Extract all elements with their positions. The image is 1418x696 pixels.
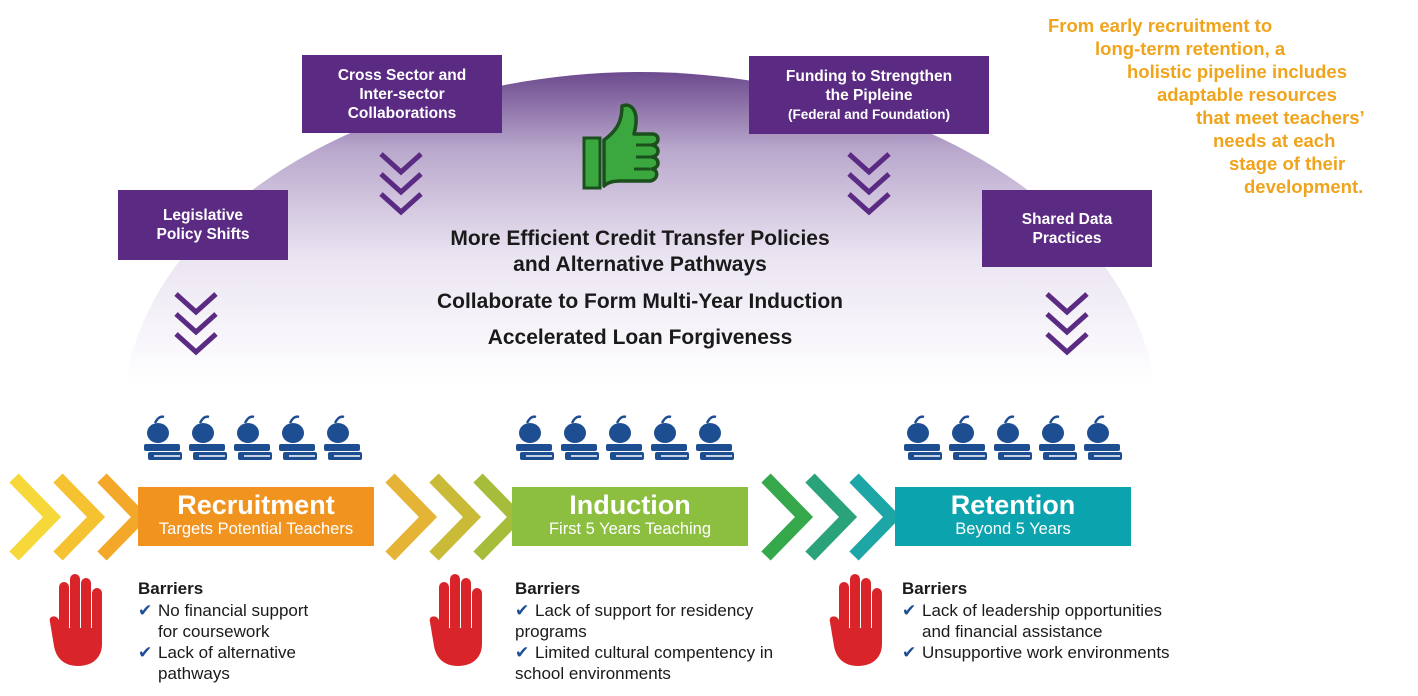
center-line: More Efficient Credit Transfer Policies bbox=[450, 227, 830, 250]
apple-on-books-row bbox=[514, 415, 736, 462]
barrier-item-continued: school environments bbox=[515, 663, 773, 684]
barrier-text: for coursework bbox=[158, 622, 270, 641]
legislative-policy-box: Legislative Policy Shifts bbox=[118, 190, 288, 260]
apple-on-books-icon bbox=[322, 415, 364, 462]
quote-line: holistic pipeline includes bbox=[1127, 61, 1347, 82]
stage-recruitment: Recruitment Targets Potential Teachers bbox=[138, 487, 374, 546]
checkmark-icon: ✔ bbox=[515, 643, 530, 662]
barriers-heading: Barriers bbox=[902, 579, 968, 598]
apple-on-books-icon bbox=[277, 415, 319, 462]
barrier-text: Unsupportive work environments bbox=[922, 643, 1170, 662]
quote-line: adaptable resources bbox=[1157, 84, 1337, 105]
apple-on-books-icon bbox=[694, 415, 736, 462]
funding-box: Funding to Strengthen the Pipleine (Fede… bbox=[749, 56, 989, 134]
barriers-retention: Barriers ✔ Lack of leadership opportuniti… bbox=[902, 578, 1170, 663]
barriers-heading: Barriers bbox=[138, 579, 204, 598]
shared-data-box: Shared Data Practices bbox=[982, 190, 1152, 267]
barrier-text: pathways bbox=[158, 664, 230, 683]
barrier-item-continued: for coursework bbox=[138, 621, 308, 642]
barrier-item: ✔ Unsupportive work environments bbox=[902, 642, 1170, 663]
barrier-text: Lack of leadership opportunities bbox=[922, 601, 1163, 620]
quote-line: needs at each bbox=[1213, 130, 1336, 151]
quote-line: stage of their bbox=[1229, 153, 1346, 174]
apple-on-books-icon bbox=[142, 415, 184, 462]
center-line: Accelerated Loan Forgiveness bbox=[487, 326, 793, 349]
apple-on-books-icon bbox=[514, 415, 556, 462]
double-chevron-down-icon bbox=[847, 152, 891, 216]
double-chevron-down-icon bbox=[174, 292, 218, 356]
cross-sector-box: Cross Sector and Inter-sector Collaborat… bbox=[302, 55, 502, 133]
barrier-text: programs bbox=[515, 622, 587, 641]
barriers-induction: Barriers ✔Lack of support for residency … bbox=[515, 578, 773, 684]
double-chevron-down-icon bbox=[379, 152, 423, 216]
barrier-item: ✔ No financial support bbox=[138, 600, 308, 621]
barrier-text: and financial assistance bbox=[922, 622, 1103, 641]
barriers-heading: Barriers bbox=[515, 579, 581, 598]
stop-hand-icon bbox=[429, 574, 482, 666]
apple-on-books-icon bbox=[232, 415, 274, 462]
box-line: the Pipleine bbox=[825, 86, 913, 104]
center-line: and Alternative Pathways bbox=[513, 253, 767, 276]
barrier-item: ✔ Lack of alternative bbox=[138, 642, 308, 663]
barrier-item-continued: pathways bbox=[138, 663, 308, 684]
apple-on-books-icon bbox=[187, 415, 229, 462]
pipeline-arrows bbox=[9, 473, 902, 561]
barrier-text: school environments bbox=[515, 664, 671, 683]
box-line: Shared Data bbox=[1021, 210, 1113, 228]
quote-line: From early recruitment to bbox=[1048, 15, 1273, 36]
stage-induction: Induction First 5 Years Teaching bbox=[512, 487, 748, 546]
stage-title: Retention bbox=[950, 490, 1076, 520]
box-line: Funding to Strengthen bbox=[785, 67, 953, 85]
barrier-text: Lack of alternative bbox=[158, 643, 296, 662]
stage-subtitle: First 5 Years Teaching bbox=[548, 520, 712, 538]
stage-title: Recruitment bbox=[177, 490, 335, 520]
checkmark-icon: ✔ bbox=[138, 601, 153, 620]
apple-on-books-icon bbox=[649, 415, 691, 462]
stop-hand-icon bbox=[829, 574, 882, 666]
checkmark-icon: ✔ bbox=[902, 601, 917, 620]
stage-title: Induction bbox=[569, 490, 691, 520]
barrier-item: ✔ Lack of leadership opportunities bbox=[902, 600, 1170, 621]
apple-on-books-row bbox=[902, 415, 1124, 462]
apple-on-books-icon bbox=[902, 415, 944, 462]
stage-subtitle: Targets Potential Teachers bbox=[158, 520, 354, 538]
checkmark-icon: ✔ bbox=[902, 643, 917, 662]
apple-on-books-icon bbox=[947, 415, 989, 462]
checkmark-icon: ✔ bbox=[515, 601, 530, 620]
apple-on-books-icon bbox=[1037, 415, 1079, 462]
stage-retention: Retention Beyond 5 Years bbox=[895, 487, 1131, 546]
center-policy-text: More Efficient Credit Transfer Policies … bbox=[290, 226, 990, 278]
box-line: Legislative bbox=[162, 207, 244, 224]
apple-on-books-icon bbox=[1082, 415, 1124, 462]
box-line: Cross Sector and bbox=[337, 66, 467, 84]
box-subline: (Federal and Foundation) bbox=[788, 106, 950, 122]
apple-on-books-icon bbox=[559, 415, 601, 462]
apple-on-books-icon bbox=[992, 415, 1034, 462]
barrier-text: Limited cultural compentency in bbox=[535, 643, 774, 662]
barrier-item: ✔ Lack of support for residency bbox=[515, 600, 773, 621]
checkmark-icon: ✔ bbox=[138, 643, 153, 662]
apple-on-books-icon bbox=[604, 415, 646, 462]
box-line: Practices bbox=[1032, 229, 1102, 247]
barrier-text: No financial support bbox=[158, 601, 309, 620]
thumbs-up-icon bbox=[582, 103, 660, 190]
barrier-text: Lack of support for residency bbox=[535, 601, 754, 620]
pipeline-quote: From early recruitment to long-term rete… bbox=[1008, 14, 1416, 198]
barrier-item: ✔ Limited cultural compentency in bbox=[515, 642, 773, 663]
quote-line: development. bbox=[1244, 176, 1364, 197]
quote-line: that meet teachers’ bbox=[1196, 107, 1365, 128]
double-chevron-down-icon bbox=[1045, 292, 1089, 356]
barriers-recruitment: Barriers ✔ No financial support for cours… bbox=[138, 578, 308, 684]
stage-subtitle: Beyond 5 Years bbox=[955, 520, 1071, 538]
box-line: Collaborations bbox=[347, 104, 457, 122]
box-line: Policy Shifts bbox=[156, 226, 250, 243]
barrier-item-continued: and financial assistance bbox=[902, 621, 1170, 642]
stop-hand-icon bbox=[49, 574, 102, 666]
center-line: Collaborate to Form Multi-Year Induction bbox=[436, 290, 843, 313]
barrier-item-continued: programs bbox=[515, 621, 773, 642]
quote-line: long-term retention, a bbox=[1095, 38, 1286, 59]
box-line: Inter-sector bbox=[359, 85, 445, 103]
apple-on-books-row bbox=[142, 415, 364, 462]
